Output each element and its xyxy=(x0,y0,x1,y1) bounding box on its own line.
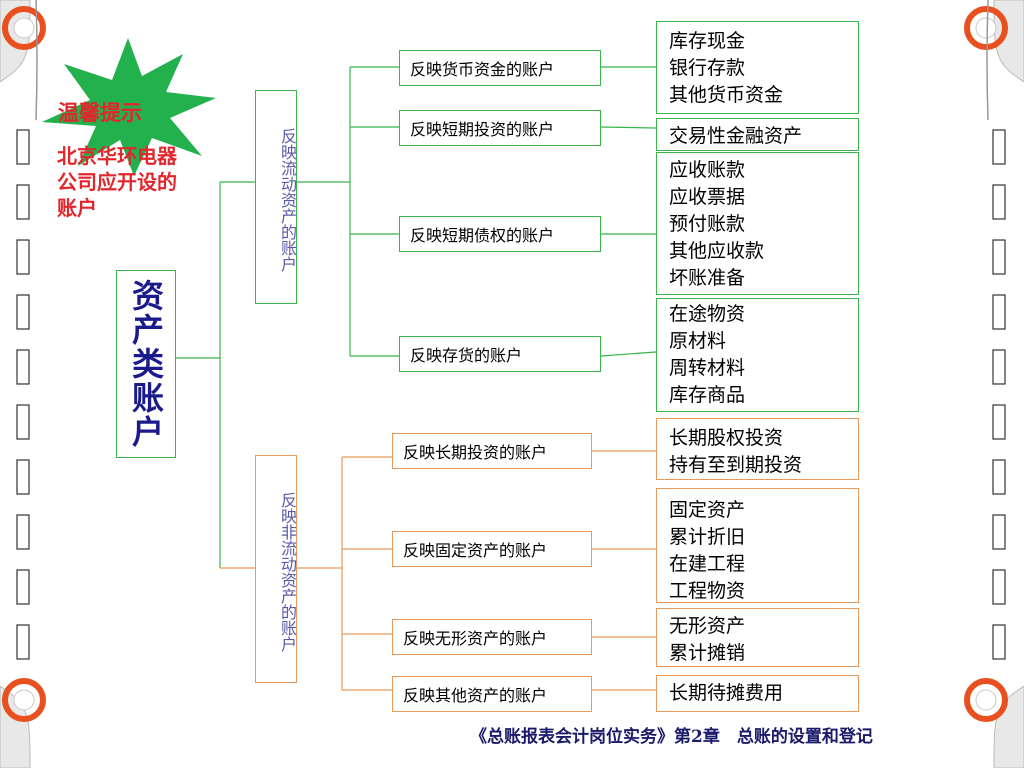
account-item: 长期待摊费用 xyxy=(669,682,784,704)
category-box: 反映无形资产的账户 xyxy=(392,619,592,655)
account-item: 累计折旧 xyxy=(669,526,746,548)
category-box: 反映长期投资的账户 xyxy=(392,433,592,469)
binder-ring xyxy=(992,184,1006,220)
account-item: 累计摊销 xyxy=(669,642,746,664)
account-item: 周转材料 xyxy=(669,357,746,379)
footer-book-title: 《总账报表会计岗位实务》 xyxy=(470,727,674,747)
binder-ring xyxy=(992,294,1006,330)
account-item: 其他应收款 xyxy=(669,240,765,262)
binder-ring xyxy=(992,569,1006,605)
binder-ring xyxy=(992,129,1006,165)
binder-ring xyxy=(16,514,30,550)
account-list: 在途物资 原材料 周转材料 库存商品 xyxy=(656,298,859,412)
binder-ring xyxy=(16,459,30,495)
account-list: 库存现金 银行存款 其他货币资金 xyxy=(656,21,859,114)
connector-line xyxy=(600,351,657,357)
binder-ring xyxy=(992,459,1006,495)
group-noncurrent-assets: 反映非流动资产的账户 xyxy=(255,455,297,683)
account-list: 应收账款 应收票据 预付账款 其他应收款 坏账准备 xyxy=(656,152,859,295)
account-item: 应收账款 xyxy=(669,159,746,181)
account-list: 交易性金融资产 xyxy=(656,118,859,151)
category-box: 反映其他资产的账户 xyxy=(392,676,592,712)
account-item: 工程物资 xyxy=(669,580,746,602)
binder-ring xyxy=(16,349,30,385)
account-item: 原材料 xyxy=(669,330,727,352)
account-item: 固定资产 xyxy=(669,499,746,521)
category-box: 反映货币资金的账户 xyxy=(399,50,601,86)
account-list: 无形资产 累计摊销 xyxy=(656,608,859,667)
category-box: 反映存货的账户 xyxy=(399,336,601,372)
account-item: 预付账款 xyxy=(669,213,746,235)
footer-caption: 《总账报表会计岗位实务》第2章 总账的设置和登记 xyxy=(470,722,873,747)
account-item: 库存商品 xyxy=(669,384,746,406)
account-item: 在途物资 xyxy=(669,303,746,325)
account-list: 固定资产 累计折旧 在建工程 工程物资 xyxy=(656,488,859,603)
footer-chapter: 第2章 总账的设置和登记 xyxy=(674,727,873,747)
category-box: 反映短期投资的账户 xyxy=(399,110,601,146)
account-list: 长期股权投资 持有至到期投资 xyxy=(656,418,859,480)
category-box: 反映短期债权的账户 xyxy=(399,216,601,252)
tip-body: 北京华环电器公司应开设的账户 xyxy=(57,144,177,220)
root-node: 资产类账户 xyxy=(116,270,176,458)
account-item: 长期股权投资 xyxy=(669,427,784,449)
account-item: 无形资产 xyxy=(669,615,746,637)
binder-ring xyxy=(16,294,30,330)
category-box: 反映固定资产的账户 xyxy=(392,531,592,567)
binder-ring xyxy=(992,624,1006,660)
account-item: 坏账准备 xyxy=(669,267,746,289)
binder-ring xyxy=(992,239,1006,275)
binder-ring xyxy=(16,184,30,220)
account-item: 持有至到期投资 xyxy=(669,454,803,476)
account-item: 库存现金 xyxy=(669,30,746,52)
binder-ring xyxy=(16,404,30,440)
binder-ring xyxy=(16,239,30,275)
account-item: 交易性金融资产 xyxy=(669,125,803,147)
binder-ring xyxy=(16,569,30,605)
group-current-assets: 反映流动资产的账户 xyxy=(255,90,297,304)
account-item: 应收票据 xyxy=(669,186,746,208)
starburst-shape xyxy=(42,38,216,176)
binder-ring xyxy=(16,129,30,165)
account-list: 长期待摊费用 xyxy=(656,675,859,712)
binder-ring xyxy=(992,349,1006,385)
connector-line xyxy=(600,126,657,129)
account-item: 在建工程 xyxy=(669,553,746,575)
tip-title: 温馨提示 xyxy=(58,101,142,125)
account-item: 银行存款 xyxy=(669,57,746,79)
binder-ring xyxy=(992,514,1006,550)
binder-ring xyxy=(16,624,30,660)
account-item: 其他货币资金 xyxy=(669,84,784,106)
binder-ring xyxy=(992,404,1006,440)
